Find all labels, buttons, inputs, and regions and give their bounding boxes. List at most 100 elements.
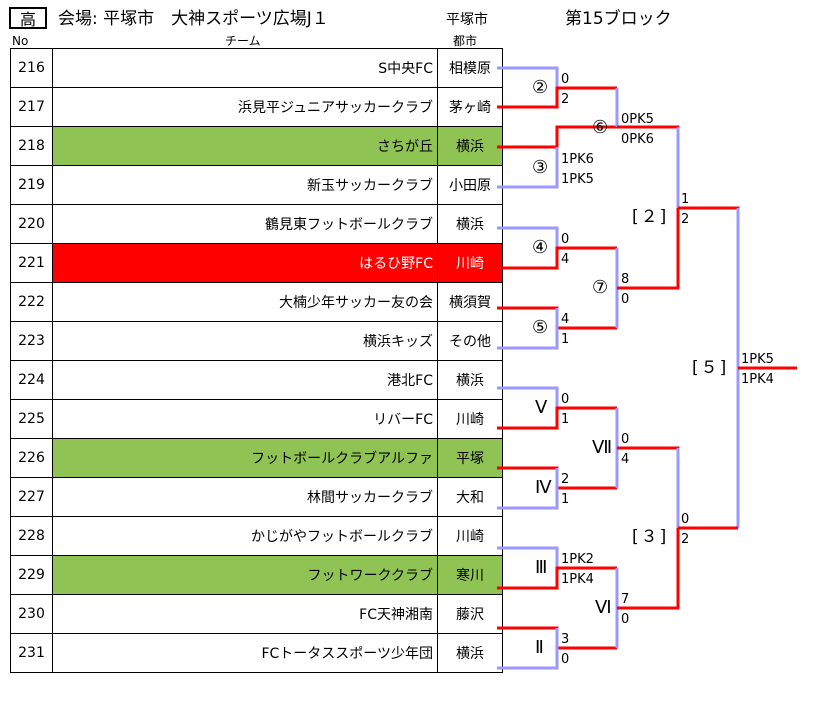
score: 0: [561, 392, 570, 407]
venue-title: 会場: 平塚市 大神スポーツ広場J１: [58, 9, 329, 29]
match-label: Ⅱ: [535, 637, 544, 658]
row-city: 大和: [437, 477, 503, 517]
score: 0: [621, 292, 630, 307]
score: 1PK5: [561, 172, 594, 187]
score: 2: [681, 212, 690, 227]
score: 1: [681, 192, 690, 207]
score: 1PK4: [741, 372, 774, 387]
score: 4: [561, 312, 570, 327]
row-team: さちが丘: [52, 126, 438, 166]
score: 3: [561, 632, 570, 647]
row-team: 新玉サッカークラブ: [52, 165, 438, 205]
score: 1: [561, 332, 570, 347]
row-team: 横浜キッズ: [52, 321, 438, 361]
score: 1PK6: [561, 152, 594, 167]
match-label: ⑦: [592, 277, 609, 298]
score: 0: [681, 512, 690, 527]
bracket-line: [617, 208, 680, 290]
match-label: ③: [532, 157, 549, 178]
match-label: ②: [532, 77, 549, 98]
row-city: 横浜: [437, 360, 503, 400]
row-no: 224: [10, 360, 53, 400]
score: 4: [561, 252, 570, 267]
score: 2: [681, 532, 690, 547]
row-team: FCトータススポーツ少年団: [52, 633, 438, 673]
bracket-line: [497, 246, 617, 270]
score: 2: [561, 92, 570, 107]
score: 0: [621, 432, 630, 447]
bracket-line: [617, 528, 680, 610]
bracket-line: [497, 125, 617, 149]
row-team: S中央FC: [52, 48, 438, 88]
match-label: Ⅳ: [535, 477, 552, 498]
row-city: 横浜: [437, 126, 503, 166]
row-team: 大楠少年サッカー友の会: [52, 282, 438, 322]
score: 0: [561, 652, 570, 667]
score: 4: [621, 452, 630, 467]
score: 0: [561, 232, 570, 247]
score: 1PK2: [561, 552, 594, 567]
row-city: 寒川: [437, 555, 503, 595]
bracket-line: [497, 566, 617, 590]
bracket-line: [497, 468, 559, 510]
row-no: 217: [10, 87, 53, 127]
score: 1: [561, 492, 570, 507]
row-team: FC天神湘南: [52, 594, 438, 634]
row-city: 相模原: [437, 48, 503, 88]
row-city: その他: [437, 321, 503, 361]
row-no: 229: [10, 555, 53, 595]
row-no: 227: [10, 477, 53, 517]
bracket-line: [497, 406, 617, 430]
row-city: 川崎: [437, 399, 503, 439]
block-title: 第15ブロック: [565, 9, 672, 29]
row-team: 港北FC: [52, 360, 438, 400]
match-label: [３]: [632, 527, 669, 547]
match-label: Ⅶ: [592, 437, 613, 458]
row-team: リバーFC: [52, 399, 438, 439]
bracket-line: [678, 206, 740, 368]
score: 0: [561, 72, 570, 87]
score: 8: [621, 272, 630, 287]
score: 7: [621, 592, 630, 607]
row-no: 219: [10, 165, 53, 205]
match-label: [２]: [632, 207, 669, 227]
score: 1PK5: [741, 352, 774, 367]
match-label: ⑤: [532, 317, 549, 338]
score: 1PK4: [561, 572, 594, 587]
col-header-team: チーム: [225, 34, 261, 48]
row-city: 横須賀: [437, 282, 503, 322]
row-team: フットワーククラブ: [52, 555, 438, 595]
bracket-line: [497, 147, 559, 189]
row-city: 茅ヶ崎: [437, 87, 503, 127]
category-box: 高: [9, 7, 47, 29]
score: 1: [561, 412, 570, 427]
venue-city: 平塚市: [446, 12, 488, 28]
row-city: 川崎: [437, 243, 503, 283]
match-label: ⑥: [592, 117, 609, 138]
col-header-no: No: [12, 34, 29, 48]
row-city: 小田原: [437, 165, 503, 205]
bracket-line: [497, 86, 617, 109]
match-label: Ⅲ: [535, 557, 548, 578]
bracket-line: [497, 386, 559, 428]
bracket-line: [497, 628, 559, 670]
row-city: 横浜: [437, 204, 503, 244]
row-team: はるひ野FC: [52, 243, 438, 283]
score: 0PK5: [621, 112, 654, 127]
match-label: ④: [532, 237, 549, 258]
match-label: Ⅴ: [535, 397, 548, 418]
row-team: 林間サッカークラブ: [52, 477, 438, 517]
bracket-line: [497, 546, 559, 588]
